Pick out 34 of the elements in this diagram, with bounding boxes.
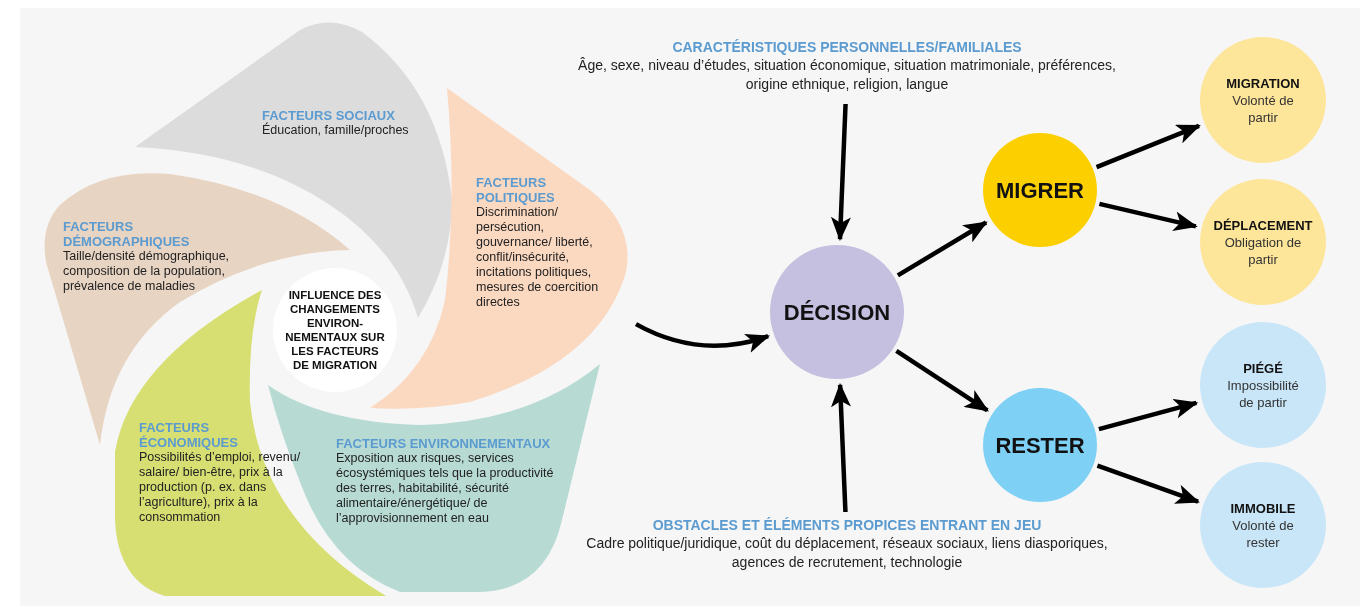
factor-description: Discrimination/ persécution, gouvernance/ liberté, conflit/insécurité, incitations politiques, mesures de coercition directes	[476, 205, 600, 310]
arrow	[896, 220, 988, 278]
factor-description: Éducation, famille/proches	[262, 123, 410, 138]
circle-title: DÉCISION	[783, 298, 891, 327]
factor-heading: FACTEURS SOCIAUX	[262, 108, 396, 123]
factor-description: Taille/densité démographique, composition de la population, prévalence de maladies	[63, 249, 231, 294]
arrow	[830, 103, 851, 242]
circle-subtitle: Obligation de partir	[1223, 233, 1303, 268]
circle-title: PIÉGÉ	[1243, 359, 1283, 377]
arrow	[831, 382, 851, 513]
factor-heading: FACTEURS ENVIRONNEMENTAUX	[336, 436, 552, 451]
circle-subtitle: Volonté de rester	[1231, 516, 1295, 551]
circle-title: DÉPLACEMENT	[1213, 216, 1313, 234]
section-heading: CARACTÉRISTIQUES PERSONNELLES/FAMILIALES	[672, 38, 1022, 56]
arrow	[1098, 399, 1199, 432]
circle-title: MIGRATION	[1226, 74, 1300, 92]
arrow	[1098, 201, 1198, 232]
factor-heading: FACTEURS DÉMOGRAPHIQUES	[63, 219, 191, 249]
section-description: Cadre politique/juridique, coût du déplacement, réseaux sociaux, liens diasporiques, agences de recrutement, technologie	[585, 534, 1109, 572]
circle-title: MIGRER	[996, 176, 1084, 205]
section-heading: OBSTACLES ET ÉLÉMENTS PROPICES ENTRANT EN JEU	[652, 516, 1042, 534]
circle-title: RESTER	[995, 431, 1085, 460]
circle-title: IMMOBILE	[1230, 499, 1296, 517]
section-description: Âge, sexe, niveau d’études, situation économique, situation matrimoniale, préférences, origine ethnique, religion, langue	[577, 56, 1117, 94]
factor-heading: FACTEURS POLITIQUES	[476, 175, 556, 205]
factor-heading: FACTEURS ÉCONOMIQUES	[139, 420, 239, 450]
factor-description: Exposition aux risques, services écosystémiques tels que la productivité des terres, habitabilité, sécurité alimentaire/énergétique/ de l’approvisionnement en eau	[336, 451, 555, 526]
circle-subtitle: Impossibilité de partir	[1226, 376, 1300, 411]
circle-subtitle: Volonté de partir	[1231, 91, 1295, 126]
arrow	[1095, 123, 1201, 170]
arrow	[1096, 463, 1200, 504]
circle-title: INFLUENCE DES CHANGEMENTS ENVIRON-NEMENTAUX SUR LES FACTEURS DE MIGRATION	[284, 288, 386, 372]
arrow	[895, 349, 989, 413]
arrow	[634, 322, 770, 353]
